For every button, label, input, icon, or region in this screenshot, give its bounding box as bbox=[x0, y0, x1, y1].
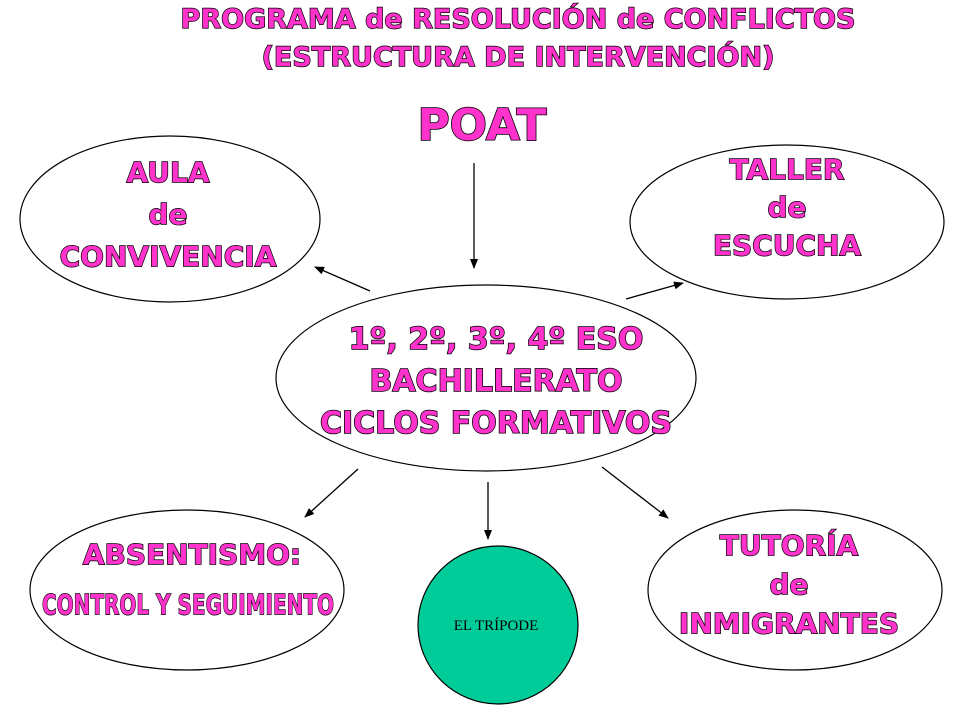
arrow-center-to-absentismo bbox=[304, 468, 359, 518]
node-aula-line-1: AULA bbox=[126, 156, 209, 189]
poat-label: POAT bbox=[417, 100, 546, 151]
node-aula-de-convivencia: AULA de CONVIVENCIA bbox=[19, 135, 321, 303]
node-aula-line-2: de bbox=[148, 198, 187, 231]
arrow-center-to-aula bbox=[314, 266, 371, 292]
node-taller-line-1: TALLER bbox=[730, 153, 845, 186]
node-el-tripode: EL TRÍPODE bbox=[417, 545, 579, 705]
node-taller-line-2: de bbox=[767, 191, 806, 224]
node-center-line-3: CICLOS FORMATIVOS bbox=[320, 406, 672, 441]
node-center-line-1: 1º, 2º, 3º, 4º ESO bbox=[349, 322, 644, 357]
diagram-title-line-2: (ESTRUCTURA DE INTERVENCIÓN) bbox=[262, 41, 775, 73]
node-tutoria-de-inmigrantes: TUTORÍA de INMIGRANTES bbox=[647, 509, 943, 671]
node-absentismo: ABSENTISMO: CONTROL Y SEGUIMIENTO bbox=[29, 509, 345, 671]
node-center-line-2: BACHILLERATO bbox=[369, 364, 622, 399]
diagram-title-line-1: PROGRAMA de RESOLUCIÓN de CONFLICTOS bbox=[181, 3, 856, 35]
node-aula-line-3: CONVIVENCIA bbox=[60, 240, 277, 273]
node-absentismo-line-1: ABSENTISMO: bbox=[83, 538, 301, 571]
node-absentismo-line-2: CONTROL Y SEGUIMIENTO bbox=[42, 588, 334, 621]
arrow-center-to-tutoria bbox=[601, 466, 669, 519]
arrow-center-to-taller bbox=[625, 281, 684, 300]
node-tutoria-line-3: INMIGRANTES bbox=[679, 607, 899, 640]
node-tutoria-line-2: de bbox=[769, 568, 808, 601]
node-tripode-label: EL TRÍPODE bbox=[454, 617, 539, 634]
node-taller-line-3: ESCUCHA bbox=[713, 229, 862, 262]
node-center-levels: 1º, 2º, 3º, 4º ESO BACHILLERATO CICLOS F… bbox=[275, 284, 697, 472]
node-taller-de-escucha: TALLER de ESCUCHA bbox=[629, 144, 945, 300]
node-tutoria-line-1: TUTORÍA bbox=[720, 528, 859, 562]
